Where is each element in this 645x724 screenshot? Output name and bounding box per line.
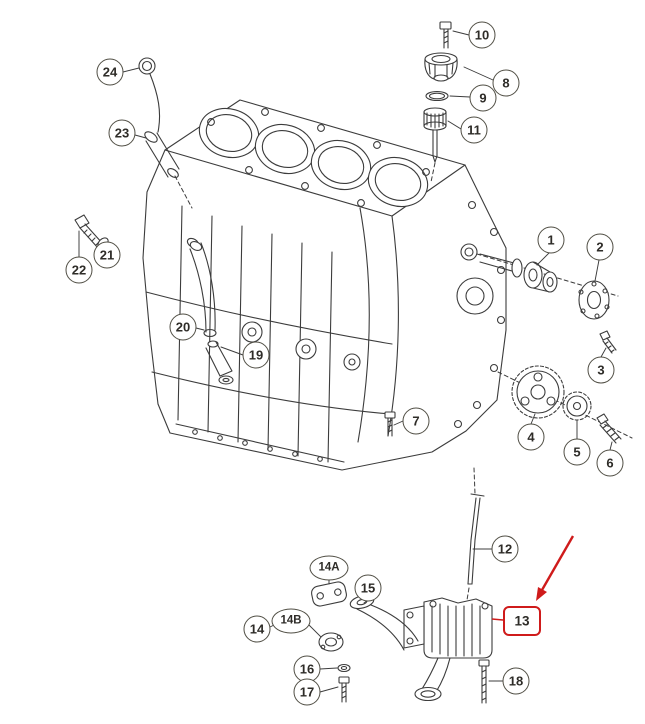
gasket-14b (318, 632, 344, 652)
highlight-arrow (491, 535, 575, 621)
callout-8[interactable]: 8 (492, 69, 520, 97)
oil-filler-cap-assembly (423, 21, 458, 163)
callout-1[interactable]: 1 (537, 226, 565, 254)
callout-11[interactable]: 11 (460, 116, 488, 144)
callout-12[interactable]: 12 (491, 535, 519, 563)
callout-2[interactable]: 2 (586, 233, 614, 261)
callout-14A[interactable]: 14A (309, 555, 349, 581)
dipstick (138, 57, 161, 133)
callout-14[interactable]: 14 (243, 615, 271, 643)
callout-9[interactable]: 9 (469, 84, 497, 112)
callout-24[interactable]: 24 (96, 58, 124, 86)
dipstick-guide-tube-upper (144, 131, 180, 179)
engine-block (142, 99, 507, 471)
callout-23[interactable]: 23 (108, 119, 136, 147)
highlight-box (503, 606, 541, 636)
bolt-7 (384, 411, 396, 437)
callout-7[interactable]: 7 (402, 407, 430, 435)
callout-4[interactable]: 4 (517, 423, 545, 451)
callout-17[interactable]: 17 (293, 678, 321, 706)
callout-6[interactable]: 6 (596, 449, 624, 477)
callout-21[interactable]: 21 (93, 241, 121, 269)
callout-3[interactable]: 3 (587, 356, 615, 384)
bolt-18 (478, 659, 490, 704)
callout-10[interactable]: 10 (468, 21, 496, 49)
oil-pump-drive-shaft (467, 493, 485, 585)
callout-22[interactable]: 22 (65, 256, 93, 284)
oil-pump (403, 597, 493, 702)
callout-20[interactable]: 20 (169, 313, 197, 341)
crankshaft-hub-and-flange (479, 253, 617, 354)
washer-16 (337, 663, 351, 673)
callout-18[interactable]: 18 (502, 667, 530, 695)
callout-5[interactable]: 5 (563, 438, 591, 466)
callout-19[interactable]: 19 (242, 341, 270, 369)
leader-lines (78, 30, 613, 693)
callout-14B[interactable]: 14B (271, 608, 311, 634)
bolt-17 (338, 676, 350, 703)
dipstick-guide-tube-lower (189, 241, 234, 385)
callout-13[interactable]: 13 (514, 613, 530, 629)
arrowhead-icon (536, 587, 547, 601)
callout-15[interactable]: 15 (354, 574, 382, 602)
construction-lines (174, 162, 633, 601)
gasket-14a (311, 581, 347, 607)
